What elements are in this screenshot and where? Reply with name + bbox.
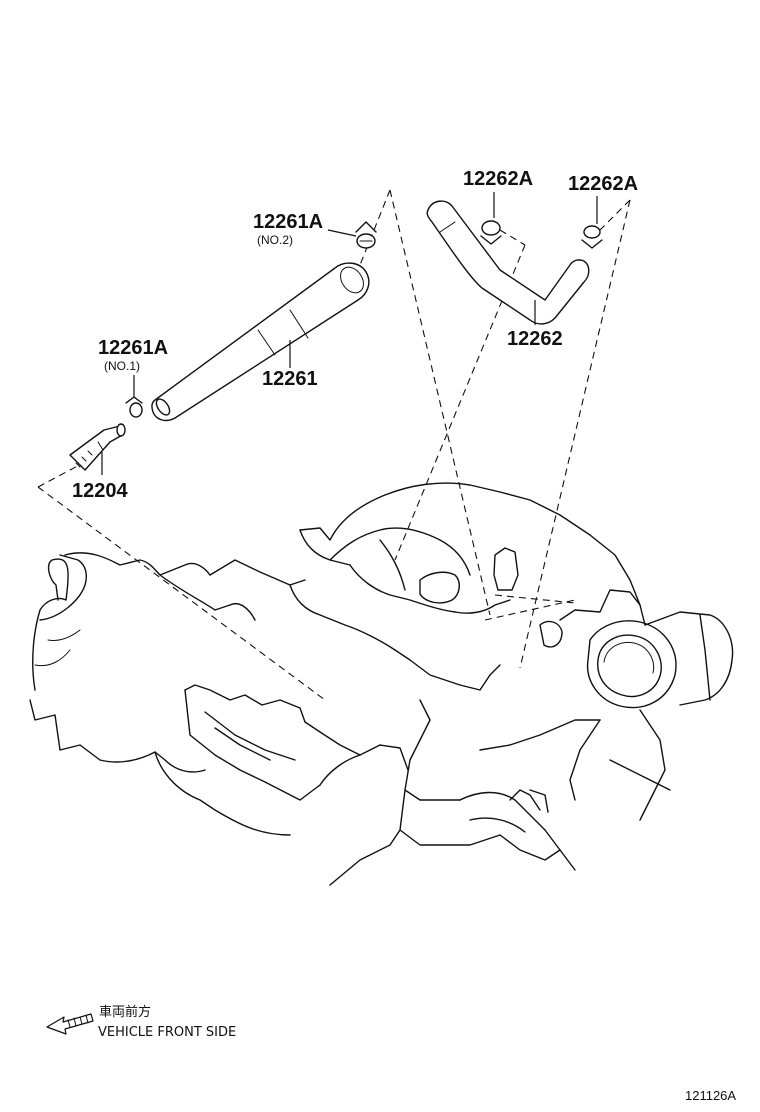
clip-12262a-right: [581, 225, 603, 249]
direction-note-japanese: 車両前方: [99, 1004, 151, 1020]
hose-12262: [426, 200, 590, 325]
clip-12261a-no1: [125, 396, 143, 418]
clip-12262a-left: [480, 220, 502, 245]
direction-arrow-icon: [46, 1013, 94, 1035]
label-12261a-no2: 12261A: [253, 211, 323, 233]
leader-lines: [101, 192, 598, 475]
hose-12261: [151, 262, 370, 422]
engine-illustration: [29, 482, 734, 886]
label-12262: 12262: [507, 328, 563, 350]
figure-id: 121126A: [685, 1088, 736, 1103]
direction-note-english: VEHICLE FRONT SIDE: [98, 1025, 236, 1040]
direction-note: 車両前方 VEHICLE FRONT SIDE: [46, 1004, 236, 1040]
label-12261a-no1: 12261A: [98, 337, 168, 359]
sublabel-no1: (NO.1): [104, 359, 140, 373]
label-12262a-left: 12262A: [463, 168, 533, 190]
label-12261: 12261: [262, 368, 318, 390]
clip-12261a-no2: [355, 221, 377, 249]
reference-lines: [37, 189, 631, 701]
part-labels: 12261A (NO.2) 12261 12261A (NO.1) 12204 …: [72, 168, 638, 502]
label-12204: 12204: [72, 480, 128, 502]
label-12262a-right: 12262A: [568, 173, 638, 195]
pcv-valve-12204: [69, 423, 126, 471]
sublabel-no2: (NO.2): [257, 233, 293, 247]
